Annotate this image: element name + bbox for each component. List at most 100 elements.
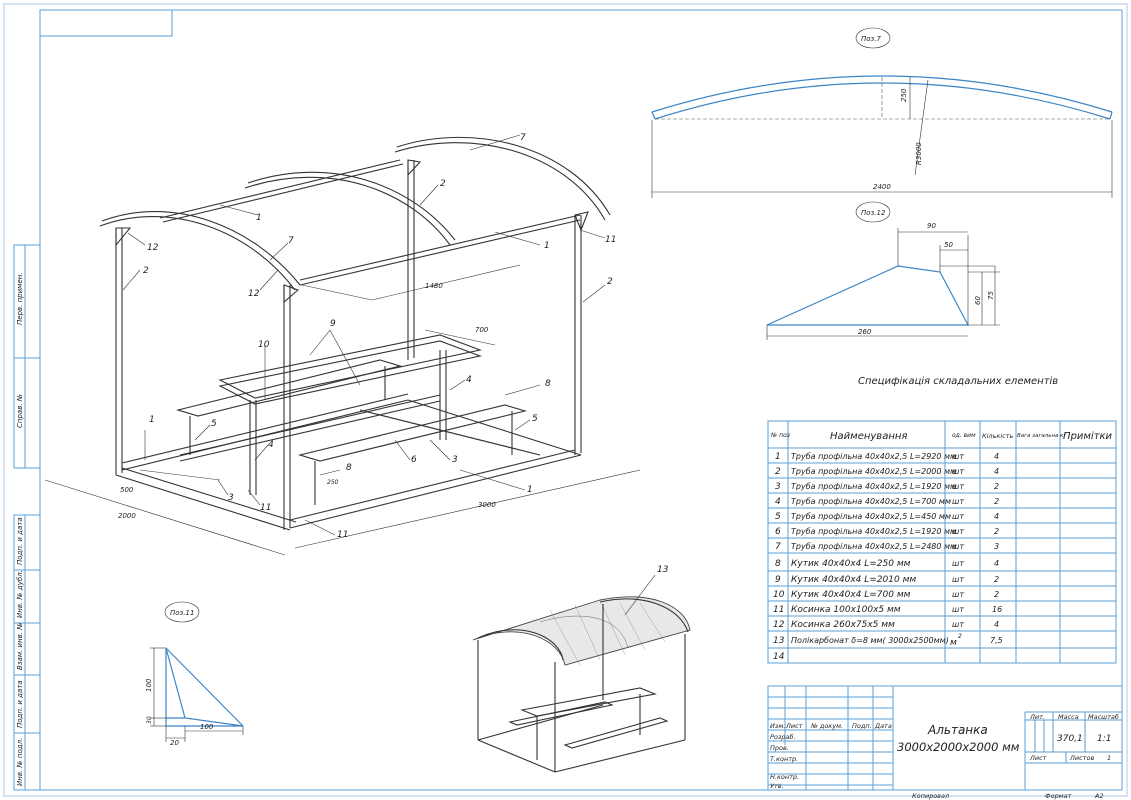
- tb-sheet: Лист: [1029, 754, 1047, 762]
- spec-cell-unit: шт: [952, 497, 964, 506]
- iso-label-7b: 7: [288, 236, 294, 246]
- iso-label-6: 6: [411, 455, 417, 465]
- spec-cell-qty: 2: [994, 590, 999, 599]
- spec-cell-qty: 2: [994, 482, 999, 491]
- detail12-dim-75: 75: [987, 291, 995, 300]
- tb-tkontr: Т.контр.: [770, 755, 798, 763]
- title-block: Изм. Лист № докум. Подп. Дата Розраб. Пр…: [767, 685, 1123, 791]
- detail12-dim-90: 90: [927, 222, 936, 230]
- spec-cell-name: Труба профільна 40х40х2,5 L=700 мм: [791, 497, 951, 506]
- spec-cell-name: Труба профільна 40х40х2,5 L=450 мм: [791, 512, 951, 521]
- iso-label-8b: 8: [346, 463, 352, 473]
- spec-row: 7 Труба профільна 40х40х2,5 L=2480 мм шт…: [775, 542, 999, 552]
- spec-cell-unit: шт: [952, 527, 964, 536]
- spec-cell-unit-sup: 2: [958, 633, 962, 640]
- spec-cell-unit: шт: [952, 620, 964, 629]
- tb-mass-val: 370,1: [1057, 734, 1083, 744]
- spec-cell-unit: шт: [952, 482, 964, 491]
- spec-row: 10 Кутик 40х40х4 L=700 мм шт 2: [773, 590, 999, 600]
- spec-cell-name: Труба профільна 40х40х2,5 L=2480 мм: [791, 542, 956, 551]
- spec-title: Специфікація складальних елементів: [858, 375, 1058, 387]
- spec-cell-name: Труба профільна 40х40х2,5 L=2000 мм: [791, 467, 956, 476]
- spec-cell-qty: 4: [994, 620, 999, 629]
- top-left-cell: [39, 9, 173, 37]
- spec-cell-pos: 8: [775, 559, 781, 569]
- side-stamp-5: Подп. и дата: [16, 680, 24, 728]
- side-stamp-1: Справ. №: [16, 394, 24, 428]
- spec-cell-qty: 3: [994, 542, 999, 551]
- iso-label-2b: 2: [143, 266, 149, 276]
- spec-header-qty: Кількість: [982, 432, 1013, 440]
- tb-prov: Пров.: [770, 744, 789, 752]
- small-iso-label-13: 13: [657, 565, 669, 575]
- detail-poz-11: Поз.11 100 30 20 100: [145, 601, 244, 747]
- tb-razrab: Розраб.: [770, 733, 796, 741]
- spec-header-weight: Вага загальна кг: [1017, 433, 1067, 439]
- spec-cell-qty: 4: [994, 512, 999, 521]
- spec-cell-pos: 9: [775, 575, 781, 585]
- spec-cell-pos: 11: [773, 605, 784, 615]
- iso-label-8a: 8: [545, 379, 551, 389]
- iso-label-11c: 11: [337, 530, 348, 540]
- iso-label-1a: 1: [256, 213, 262, 223]
- spec-cell-pos: 5: [775, 512, 781, 522]
- footer-format-val: А2: [1094, 792, 1104, 800]
- tb-podp: Подп.: [852, 722, 872, 730]
- tb-list: Лист: [785, 722, 803, 730]
- spec-cell-pos: 10: [773, 590, 785, 600]
- iso-label-12b: 12: [248, 289, 260, 299]
- spec-cell-qty: 4: [994, 467, 999, 476]
- iso-label-1d: 1: [527, 485, 533, 495]
- small-iso-view: 13: [472, 565, 691, 773]
- tb-massa: Масса: [1058, 713, 1079, 721]
- tb-lit: Лит.: [1029, 713, 1045, 721]
- spec-cell-qty: 2: [994, 575, 999, 584]
- spec-cell-unit: шт: [952, 452, 964, 461]
- spec-row: 4 Труба профільна 40х40х2,5 L=700 мм шт …: [775, 497, 999, 507]
- spec-cell-unit: м: [950, 638, 957, 648]
- detail7-tag: Поз.7: [861, 35, 881, 43]
- spec-row: 5 Труба профільна 40х40х2,5 L=450 мм шт …: [775, 512, 999, 522]
- spec-row: 6 Труба профільна 40х40х2,5 L=1920 мм шт…: [775, 527, 999, 537]
- spec-cell-pos: 3: [775, 482, 781, 492]
- iso-label-9: 9: [330, 319, 336, 329]
- main-isometric-view: 7 2 1 1 11 12 2 7 12 2 1480 700 9 10 4 8…: [44, 133, 641, 556]
- detail12-dim-60: 60: [974, 296, 982, 305]
- footer-format: Формат: [1045, 792, 1072, 800]
- tb-doc: № докум.: [810, 722, 843, 730]
- spec-row: 2 Труба профільна 40х40х2,5 L=2000 мм шт…: [775, 467, 999, 477]
- spec-cell-name: Труба профільна 40х40х2,5 L=2920 мм: [791, 452, 956, 461]
- iso-dim-3000: 3000: [478, 501, 496, 509]
- footer-copied: Копировал: [912, 792, 949, 800]
- spec-cell-qty: 4: [994, 559, 999, 568]
- detail-poz-7: Поз.7 250 R3000 2400: [651, 27, 1113, 198]
- spec-cell-qty: 7,5: [990, 636, 1003, 645]
- spec-header-pos: № поз: [770, 432, 790, 439]
- iso-dim-250: 250: [327, 479, 339, 486]
- detail7-dim-2400: 2400: [873, 183, 891, 191]
- side-stamp-0: Перв. примен.: [16, 272, 24, 325]
- iso-dim-500: 500: [120, 486, 134, 494]
- side-stamp: Перв. примен. Справ. № Подп. и дата Инв.…: [13, 244, 41, 791]
- detail12-dim-260: 260: [858, 328, 872, 336]
- spec-cell-name: Труба профільна 40х40х2,5 L=1920 мм: [791, 527, 956, 536]
- iso-label-3a: 3: [452, 455, 458, 465]
- detail-poz-12: Поз.12 90 50 60 75 260: [766, 201, 1000, 340]
- iso-label-12a: 12: [147, 243, 159, 253]
- tb-nkontr: Н.контр.: [770, 773, 799, 781]
- detail12-dim-50: 50: [944, 241, 953, 249]
- spec-cell-pos: 13: [773, 636, 785, 646]
- detail7-dim-250: 250: [900, 88, 908, 102]
- detail11-tag: Поз.11: [170, 609, 194, 617]
- spec-row: 8 Кутик 40х40х4 L=250 мм шт 4: [775, 559, 999, 569]
- iso-label-10: 10: [258, 340, 270, 350]
- tb-sheets: Листов: [1069, 754, 1094, 762]
- spec-cell-pos: 6: [775, 527, 781, 537]
- spec-cell-unit: шт: [952, 559, 964, 568]
- spec-header-unit: од. вим: [952, 432, 976, 439]
- spec-cell-name: Полікарбонат δ=8 мм( 3000х2500мм): [791, 636, 949, 645]
- spec-cell-pos: 7: [775, 542, 781, 552]
- spec-cell-qty: 2: [994, 497, 999, 506]
- detail12-tag: Поз.12: [861, 209, 886, 217]
